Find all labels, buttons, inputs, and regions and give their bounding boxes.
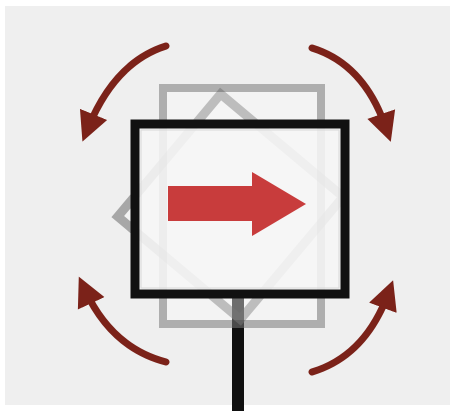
rotate-ccw-icon — [88, 46, 166, 128]
rotate-ccw-icon — [85, 290, 166, 362]
